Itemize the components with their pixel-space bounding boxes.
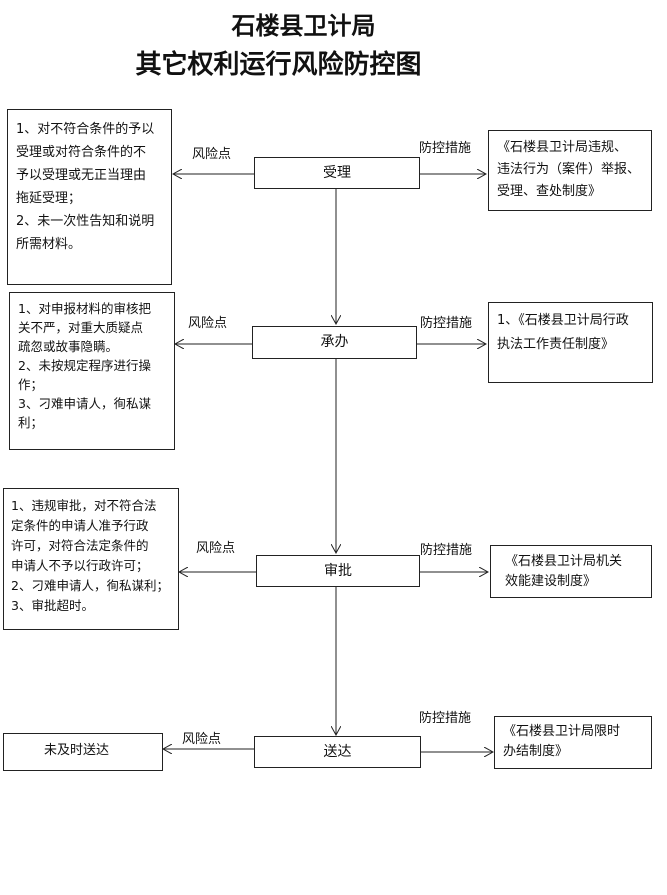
risk-line: 作； bbox=[18, 377, 44, 392]
risk-line: 许可，对符合法定条件的 bbox=[11, 538, 149, 553]
control-box-approve: 《石楼县卫计局机关 效能建设制度》 bbox=[490, 545, 652, 598]
control-label-2: 防控措施 bbox=[420, 316, 473, 331]
control-box-accept: 《石楼县卫计局违规、 违法行为（案件）举报、 受理、查处制度》 bbox=[488, 130, 652, 211]
control-line: 1、《石楼县卫计局行政 bbox=[497, 313, 629, 328]
risk-line: 1、对不符合条件的予以 bbox=[16, 122, 155, 137]
risk-box-deliver: 未及时送达 bbox=[3, 733, 163, 771]
control-line: 受理、查处制度》 bbox=[497, 184, 602, 199]
risk-line: 3、刁难申请人，徇私谋 bbox=[18, 396, 151, 411]
control-label-1: 防控措施 bbox=[419, 141, 472, 156]
risk-line: 疏忽或故事隐瞒。 bbox=[18, 339, 119, 354]
risk-label-3: 风险点 bbox=[196, 541, 236, 556]
risk-line: 予以受理或无正当理由 bbox=[16, 168, 147, 183]
control-line: 《石楼县卫计局违规、 bbox=[497, 140, 628, 155]
risk-label-4: 风险点 bbox=[182, 732, 222, 747]
title-line-1: 石楼县卫计局 bbox=[231, 11, 376, 40]
risk-line: 1、对申报材料的审核把 bbox=[18, 301, 151, 316]
risk-line: 拖延受理； bbox=[16, 191, 82, 206]
risk-line: 所需材料。 bbox=[16, 237, 82, 252]
control-line: 违法行为（案件）举报、 bbox=[497, 162, 641, 177]
control-line: 执法工作责任制度》 bbox=[497, 337, 615, 352]
title-line-2: 其它权利运行风险防控图 bbox=[135, 50, 422, 80]
risk-line: 2、刁难申请人，徇私谋利； bbox=[11, 578, 169, 593]
control-box-handle: 1、《石楼县卫计局行政 执法工作责任制度》 bbox=[488, 302, 653, 383]
control-box-deliver: 《石楼县卫计局限时 办结制度》 bbox=[494, 716, 652, 769]
control-line: 办结制度》 bbox=[503, 744, 569, 759]
step-box-deliver: 送达 bbox=[254, 736, 421, 768]
step-box-handle: 承办 bbox=[252, 326, 417, 359]
risk-line: 1、违规审批，对不符合法 bbox=[11, 498, 157, 513]
step-box-approve: 审批 bbox=[256, 555, 420, 587]
risk-line: 申请人不予以行政许可； bbox=[11, 558, 149, 573]
control-line: 《石楼县卫计局机关 bbox=[505, 554, 623, 569]
risk-line: 3、审批超时。 bbox=[11, 598, 94, 613]
control-label-4: 防控措施 bbox=[419, 711, 472, 726]
risk-box-accept: 1、对不符合条件的予以 受理或对符合条件的不 予以受理或无正当理由 拖延受理； … bbox=[7, 109, 172, 285]
risk-line: 2、未一次性告知和说明 bbox=[16, 214, 155, 229]
risk-line: 定条件的申请人准予行政 bbox=[11, 518, 149, 533]
control-label-3: 防控措施 bbox=[420, 543, 473, 558]
control-line: 《石楼县卫计局限时 bbox=[503, 724, 621, 739]
risk-line: 未及时送达 bbox=[44, 743, 110, 758]
risk-box-handle: 1、对申报材料的审核把 关不严，对重大质疑点 疏忽或故事隐瞒。 2、未按规定程序… bbox=[9, 292, 175, 450]
risk-label-2: 风险点 bbox=[188, 316, 228, 331]
step-box-accept: 受理 bbox=[254, 157, 420, 189]
risk-label-1: 风险点 bbox=[192, 147, 232, 162]
risk-line: 关不严，对重大质疑点 bbox=[18, 320, 144, 335]
risk-box-approve: 1、违规审批，对不符合法 定条件的申请人准予行政 许可，对符合法定条件的 申请人… bbox=[3, 488, 179, 630]
risk-line: 受理或对符合条件的不 bbox=[16, 145, 147, 160]
control-line: 效能建设制度》 bbox=[505, 574, 597, 589]
risk-line: 2、未按规定程序进行操 bbox=[18, 358, 151, 373]
risk-line: 利； bbox=[18, 415, 44, 430]
